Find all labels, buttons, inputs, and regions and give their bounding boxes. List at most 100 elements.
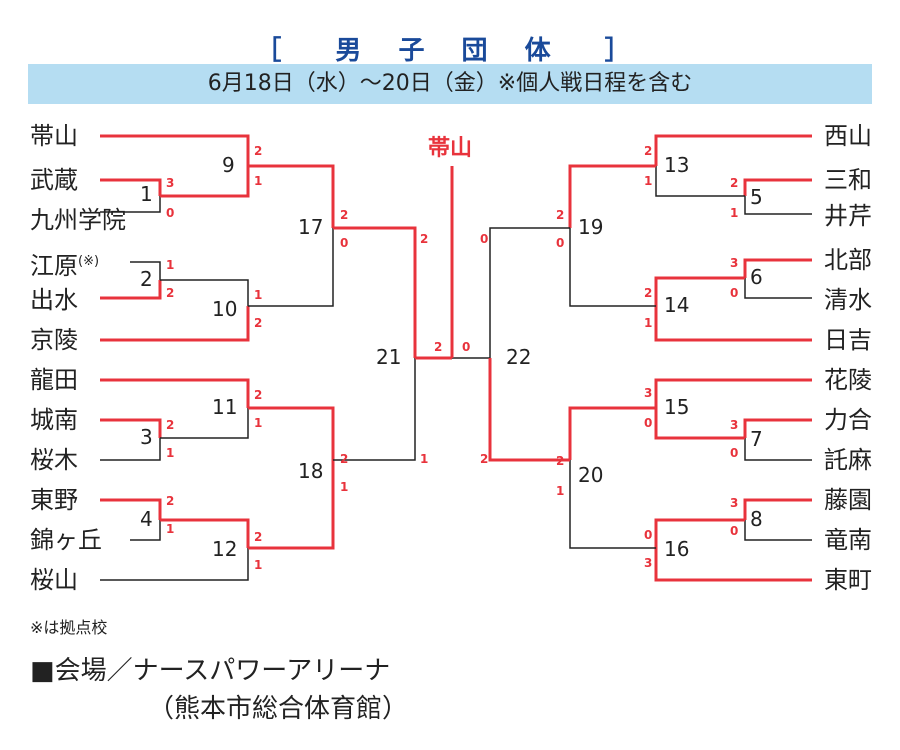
team-left-9: 桜木 xyxy=(30,446,78,474)
team-left-2: 武蔵 xyxy=(30,166,78,194)
l-m18-b xyxy=(248,460,335,550)
l-m12-l xyxy=(100,548,249,581)
l-m17-a xyxy=(248,164,335,228)
l-m18-a xyxy=(248,406,335,460)
team-left-5: 出水 xyxy=(30,286,78,314)
team-right-6: 日吉 xyxy=(824,326,872,354)
team-right-1: 西山 xyxy=(824,122,872,150)
match-number-19: 19 xyxy=(578,215,604,239)
r-m5-l xyxy=(744,196,812,215)
r-m14-l xyxy=(654,306,812,342)
r-m13-w xyxy=(654,134,812,166)
match-number-3: 3 xyxy=(140,425,153,449)
score-m16-bottom: 3 xyxy=(644,556,653,570)
match-number-17: 17 xyxy=(298,215,324,239)
team-left-7: 龍田 xyxy=(30,366,78,394)
match-number-12: 12 xyxy=(212,537,238,561)
score-m21-top: 2 xyxy=(420,232,429,246)
score-m8-top: 3 xyxy=(730,496,739,510)
score-m5-top: 2 xyxy=(730,176,739,190)
team-right-2: 三和 xyxy=(824,166,872,194)
score-m19-top: 2 xyxy=(556,208,565,222)
score-m15-bottom: 0 xyxy=(644,416,653,430)
team-right-3: 井芹 xyxy=(824,202,872,230)
l-m12-w xyxy=(160,518,250,548)
r-m6-w xyxy=(743,258,812,278)
score-m18-top: 2 xyxy=(340,452,349,466)
r-m15-b xyxy=(654,408,745,440)
score-m6-bottom: 0 xyxy=(730,286,739,300)
team-left-6: 京陵 xyxy=(30,326,78,354)
r-m6-l xyxy=(744,278,812,299)
score-m7-bottom: 0 xyxy=(730,446,739,460)
score-m17-top: 2 xyxy=(340,208,349,222)
team-right-11: 竜南 xyxy=(824,526,872,554)
score-m5-bottom: 1 xyxy=(730,206,739,220)
r-m20-a xyxy=(568,406,656,460)
score-m12-top: 2 xyxy=(254,530,263,544)
score-m22-top: 0 xyxy=(480,232,489,246)
score-m15-top: 3 xyxy=(644,386,653,400)
score-m22-bottom: 2 xyxy=(480,452,489,466)
team-right-10: 藤園 xyxy=(824,486,872,514)
score-m1-bottom: 0 xyxy=(166,206,175,220)
match-number-18: 18 xyxy=(298,459,324,483)
l-m3-l xyxy=(100,438,161,461)
team-left-8: 城南 xyxy=(30,406,78,434)
score-m10-bottom: 2 xyxy=(254,316,263,330)
match-number-7: 7 xyxy=(750,427,763,451)
l-m4-w xyxy=(100,498,162,520)
score-m20-top: 2 xyxy=(556,454,565,468)
team-left-11: 錦ヶ丘 xyxy=(30,526,102,554)
score-m16-top: 0 xyxy=(644,528,653,542)
match-number-9: 9 xyxy=(222,153,235,177)
venue-label: ■会場／ナースパワーアリーナ xyxy=(30,656,391,686)
score-m10-top: 1 xyxy=(254,288,263,302)
team-right-9: 託麻 xyxy=(824,446,872,474)
r-m13-l xyxy=(655,166,745,197)
team-left-10: 東野 xyxy=(30,486,78,514)
match-number-5: 5 xyxy=(750,185,763,209)
score-m11-top: 2 xyxy=(254,388,263,402)
score-m14-top: 2 xyxy=(644,286,653,300)
r-m16-w xyxy=(654,548,812,582)
r-m8-l xyxy=(744,520,812,541)
l-m21-b xyxy=(333,358,416,461)
match-number-4: 4 xyxy=(140,507,153,531)
l-m11-w xyxy=(100,378,250,408)
match-number-11: 11 xyxy=(212,395,238,419)
r-m22-a xyxy=(489,227,570,358)
team-right-7: 花陵 xyxy=(824,366,872,394)
r-m7-l xyxy=(744,438,812,461)
score-m3-bottom: 1 xyxy=(166,446,175,460)
score-m8-bottom: 0 xyxy=(730,524,739,538)
footnote: ※は拠点校 xyxy=(30,618,108,637)
score-m4-top: 2 xyxy=(166,494,175,508)
score-m14-bottom: 1 xyxy=(644,316,653,330)
r-m19-a xyxy=(568,164,656,228)
page-title: ［ 男 子 団 体 ］ xyxy=(255,36,645,66)
match-number-2: 2 xyxy=(140,267,153,291)
r-m22-b xyxy=(488,358,570,462)
score-m3-top: 2 xyxy=(166,418,175,432)
score-m13-bottom: 1 xyxy=(644,174,653,188)
r-m14-w xyxy=(654,276,745,306)
l-m17-b xyxy=(248,228,334,307)
match-number-8: 8 xyxy=(750,507,763,531)
l-m9-w xyxy=(100,134,250,166)
match-number-1: 1 xyxy=(140,182,153,206)
r-m19-b xyxy=(569,228,656,307)
team-right-5: 清水 xyxy=(824,286,872,314)
r-m8-w xyxy=(743,498,812,520)
team-left-4: 江原(※) xyxy=(30,248,99,280)
l-m4-l xyxy=(130,520,161,541)
match-number-20: 20 xyxy=(578,463,604,487)
l-m2-l xyxy=(130,261,161,280)
l-m21-a xyxy=(333,226,417,358)
score-m13-top: 2 xyxy=(644,144,653,158)
team-right-4: 北部 xyxy=(824,246,872,274)
venue-subtitle: （熊本市総合体育館） xyxy=(148,694,409,724)
l-m11-l xyxy=(160,408,249,439)
l-m10-w xyxy=(100,306,250,342)
